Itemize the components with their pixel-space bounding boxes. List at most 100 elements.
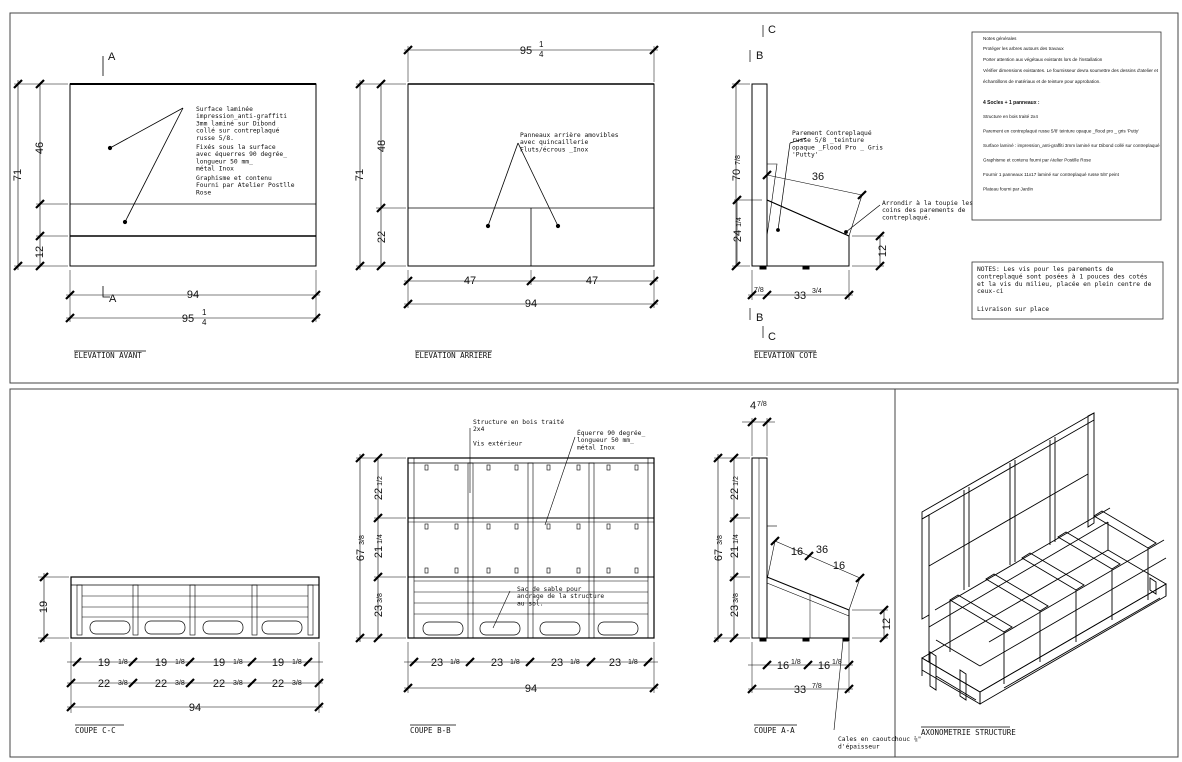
rear-dim-w-top-num: 1: [539, 40, 544, 49]
cut-c-bays2: 22 22 22 22: [98, 678, 284, 690]
front-dim-w-whole: 95: [182, 313, 194, 325]
front-note-1-line: russe 5/8.: [196, 135, 234, 142]
side-dim-small: 7/8: [754, 287, 764, 294]
side-mark-top-c: C: [768, 24, 776, 36]
general-notes-specs-line: Structure en bois traité 2x4: [983, 114, 1038, 119]
general-notes-subheading: 4 Socles + 1 panneaux :: [983, 100, 1040, 106]
cut-a-dim-s3: 16: [833, 560, 845, 572]
front-elevation: [14, 56, 320, 322]
rear-dim-half-left: 47: [464, 275, 476, 287]
top-panel-frame: [9, 12, 1179, 384]
cut-a-note-line: d'épaisseur: [838, 742, 880, 750]
dimension-label: 22: [213, 678, 225, 690]
cut-a-dim-h3-frac: 3/8: [733, 593, 740, 603]
cut-a-dim-b2: 16: [818, 660, 830, 672]
side-dim-low: 24: [732, 230, 744, 242]
dimension-fraction: 3/8: [233, 680, 243, 687]
dimension-label: 19: [98, 657, 110, 669]
cut-b-dim-h3: 23: [373, 605, 385, 617]
general-notes-box: [971, 31, 1162, 221]
front-note-3-line: Graphisme et contenu: [196, 175, 272, 182]
cut-a-section: [714, 418, 888, 731]
dimension-fraction: 1/8: [233, 659, 243, 666]
front-note-2-line: longueur 50 mm_: [196, 158, 253, 165]
front-note-3-line: Fourni par Atelier Postlle: [196, 182, 295, 189]
dimension-fraction: 1/8: [510, 659, 520, 666]
cut-b-note-2-line: Équerre 90 degrée_: [577, 428, 645, 437]
general-notes-specs-line: Fournir 1 panneaux 11x17 laminé sur cont…: [983, 172, 1120, 177]
side-mark-top-b: B: [756, 50, 763, 62]
cut-a-dim-b1-frac: 1/8: [791, 659, 801, 666]
front-title: ÉLEVATION AVANT: [74, 351, 142, 360]
dimension-fraction: 1/8: [570, 659, 580, 666]
notes-box-lines: NOTES: Les vis pour les parements decont…: [977, 266, 1152, 295]
rear-title: ÉLEVATION ARRIÈRE: [415, 351, 492, 360]
cut-a-dim-top: 4: [750, 400, 756, 412]
cut-b-note-1-line: 2x4: [473, 426, 485, 433]
cut-b-section: [356, 428, 658, 693]
axo-title: AXONOMETRIE STRUCTURE: [921, 728, 1016, 737]
rear-ticks: [354, 44, 660, 310]
rear-dim-h2: 22: [376, 231, 388, 243]
cut-b-dim-total-frac: 3/8: [359, 535, 366, 545]
front-dim-w-frac-num: 1: [202, 308, 207, 317]
cut-a-dim-s1: 16: [791, 546, 803, 558]
dimension-label: 22: [155, 678, 167, 690]
cut-a-dim-total-frac: 3/8: [717, 535, 724, 545]
front-note-2-line: avec équerres 90 degrée_: [196, 150, 287, 158]
cut-c-dim-total: 94: [189, 702, 201, 714]
front-note-1-line: 3mm laminé sur Dibond: [196, 119, 276, 127]
cut-a-dim-seat: 12: [881, 618, 893, 630]
cut-b-note-2-line: longueur 50 mm_: [577, 437, 634, 444]
cut-a-note: Cales en caoutchouc ⅞"d'épaisseur: [838, 735, 921, 750]
dimension-label: 23: [491, 657, 503, 669]
notes-box: [971, 261, 1164, 320]
dimension-fraction: 3/8: [175, 680, 185, 687]
dimension-label: 19: [272, 657, 284, 669]
cut-b-note-3-line: ancrage de la structure: [517, 593, 604, 600]
cut-a-dim-h3: 23: [729, 605, 741, 617]
dimension-label: 23: [609, 657, 621, 669]
cut-a-dim-b1: 16: [777, 660, 789, 672]
dimension-label: 22: [272, 678, 284, 690]
general-notes-specs-line: Plateau fourni par Jardin: [983, 187, 1033, 192]
cut-b-note-3-line: au sol.: [517, 600, 544, 607]
side-note-1-line: 'Putty': [792, 152, 819, 159]
front-dim-h2: 12: [34, 246, 46, 258]
front-note-2-line: Fixés sous la surface: [196, 143, 276, 151]
notes-box-lines-line: NOTES: Les vis pour les parements de: [977, 266, 1114, 273]
cut-b-note-3-line: Sac de sable pour: [517, 586, 582, 593]
side-title: ÉLEVATION COTÉ: [754, 351, 818, 360]
side-dim-low-frac: 1/4: [736, 217, 743, 227]
side-note-1-line: opaque _Flood Pro _ Gris: [792, 144, 883, 151]
cut-a-dim-top-frac: 7/8: [757, 401, 767, 408]
dimension-fraction: 3/8: [292, 680, 302, 687]
cut-b-brackets: [424, 464, 639, 574]
cut-a-title: COUPE A-A: [754, 726, 795, 735]
side-note-1-line: russe 5/8 _teinture: [792, 137, 864, 144]
side-dim-total-frac: 7/8: [735, 155, 742, 165]
cut-c-ticks: [38, 571, 325, 713]
cut-b-dim-h3-frac: 3/8: [377, 593, 384, 603]
cut-b-note-2: Équerre 90 degrée_longueur 50 mm_métal I…: [577, 428, 645, 451]
notes-box-lines-line: ceux-ci: [977, 288, 1004, 295]
cut-b-dim-h1: 22: [373, 488, 385, 500]
cut-b-title: COUPE B-B: [410, 726, 451, 735]
side-dim-depth: 33: [794, 290, 806, 302]
dimension-label: 23: [551, 657, 563, 669]
front-note-3-line: Rose: [196, 189, 211, 196]
cut-a-dim-h1-frac: 1/2: [733, 476, 740, 486]
front-section-mark-top: A: [108, 51, 116, 63]
dimension-label: 22: [98, 678, 110, 690]
general-notes-lines-line: échantillons de matériaux et de teinture…: [983, 79, 1100, 84]
